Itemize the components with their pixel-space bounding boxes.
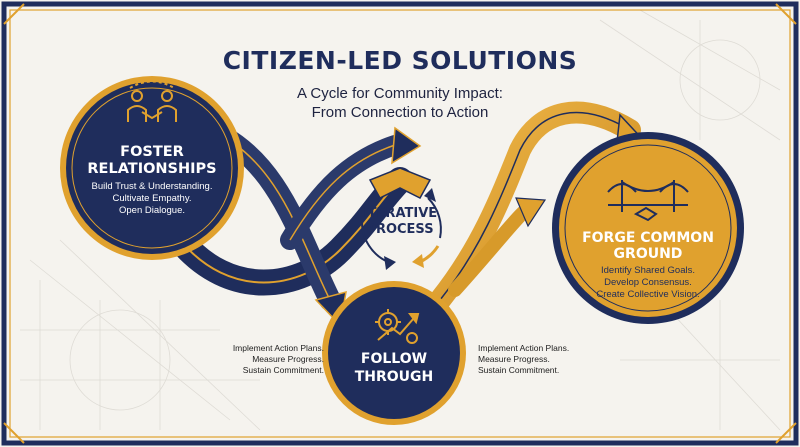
right-note-line-1: Implement Action Plans. (478, 343, 570, 353)
forge-node-circle (552, 132, 744, 324)
follow-node: FOLLOW THROUGH (334, 350, 454, 386)
foster-desc-line-3: Open Dialogue. (118, 205, 186, 216)
center-line-2: PROCESS (366, 222, 434, 237)
follow-title-line-2: THROUGH (354, 369, 434, 385)
left-note-line-1: Implement Action Plans. (232, 343, 324, 353)
follow-title-line-1: FOLLOW (360, 351, 428, 367)
gear-growth-icon (375, 309, 420, 344)
page-title: CITIZEN-LED SOLUTIONS (222, 46, 578, 75)
right-note-line-3: Sustain Commitment. (478, 365, 560, 375)
foster-node: FOSTER RELATIONSHIPS Build Trust & Under… (72, 144, 232, 217)
iterative-process-label: ITERATIVE PROCESS (352, 206, 448, 238)
forge-desc-line-1: Identify Shared Goals. (601, 265, 695, 276)
right-note-line-2: Measure Progress. (478, 354, 550, 364)
foster-node-circle (60, 76, 244, 260)
subtitle-line-2: From Connection to Action (311, 104, 489, 121)
forge-desc-line-2: Develop Consensus. (604, 277, 692, 288)
bridge-handshake-icon (607, 180, 689, 222)
foster-title-line-2: RELATIONSHIPS (87, 161, 217, 177)
left-note-line-3: Sustain Commitment. (242, 365, 324, 375)
forge-node: FORGE COMMON GROUND Identify Shared Goal… (568, 230, 728, 301)
people-collaboration-icon (127, 80, 177, 122)
right-side-note: Implement Action Plans. Measure Progress… (478, 343, 588, 376)
forge-title-line-2: GROUND (613, 246, 683, 262)
foster-desc-line-2: Cultivate Empathy. (112, 193, 192, 204)
left-side-note: Implement Action Plans. Measure Progress… (214, 343, 324, 376)
forge-title-line-1: FORGE COMMON (582, 230, 714, 246)
center-line-1: ITERATIVE (362, 206, 438, 221)
cycle-arrows-icon (361, 167, 442, 270)
arrowhead-navy-up (391, 126, 422, 165)
page-subtitle: A Cycle for Community Impact: From Conne… (250, 84, 550, 122)
arrowhead-gold-lower (515, 197, 547, 228)
background-grid (20, 9, 781, 431)
follow-node-circle (322, 281, 466, 425)
left-note-line-2: Measure Progress. (252, 354, 324, 364)
foster-desc-line-1: Build Trust & Understanding. (91, 181, 213, 192)
subtitle-line-1: A Cycle for Community Impact: (297, 85, 503, 102)
foster-title-line-1: FOSTER (120, 144, 184, 160)
forge-desc-line-3: Create Collective Vision. (596, 289, 700, 300)
